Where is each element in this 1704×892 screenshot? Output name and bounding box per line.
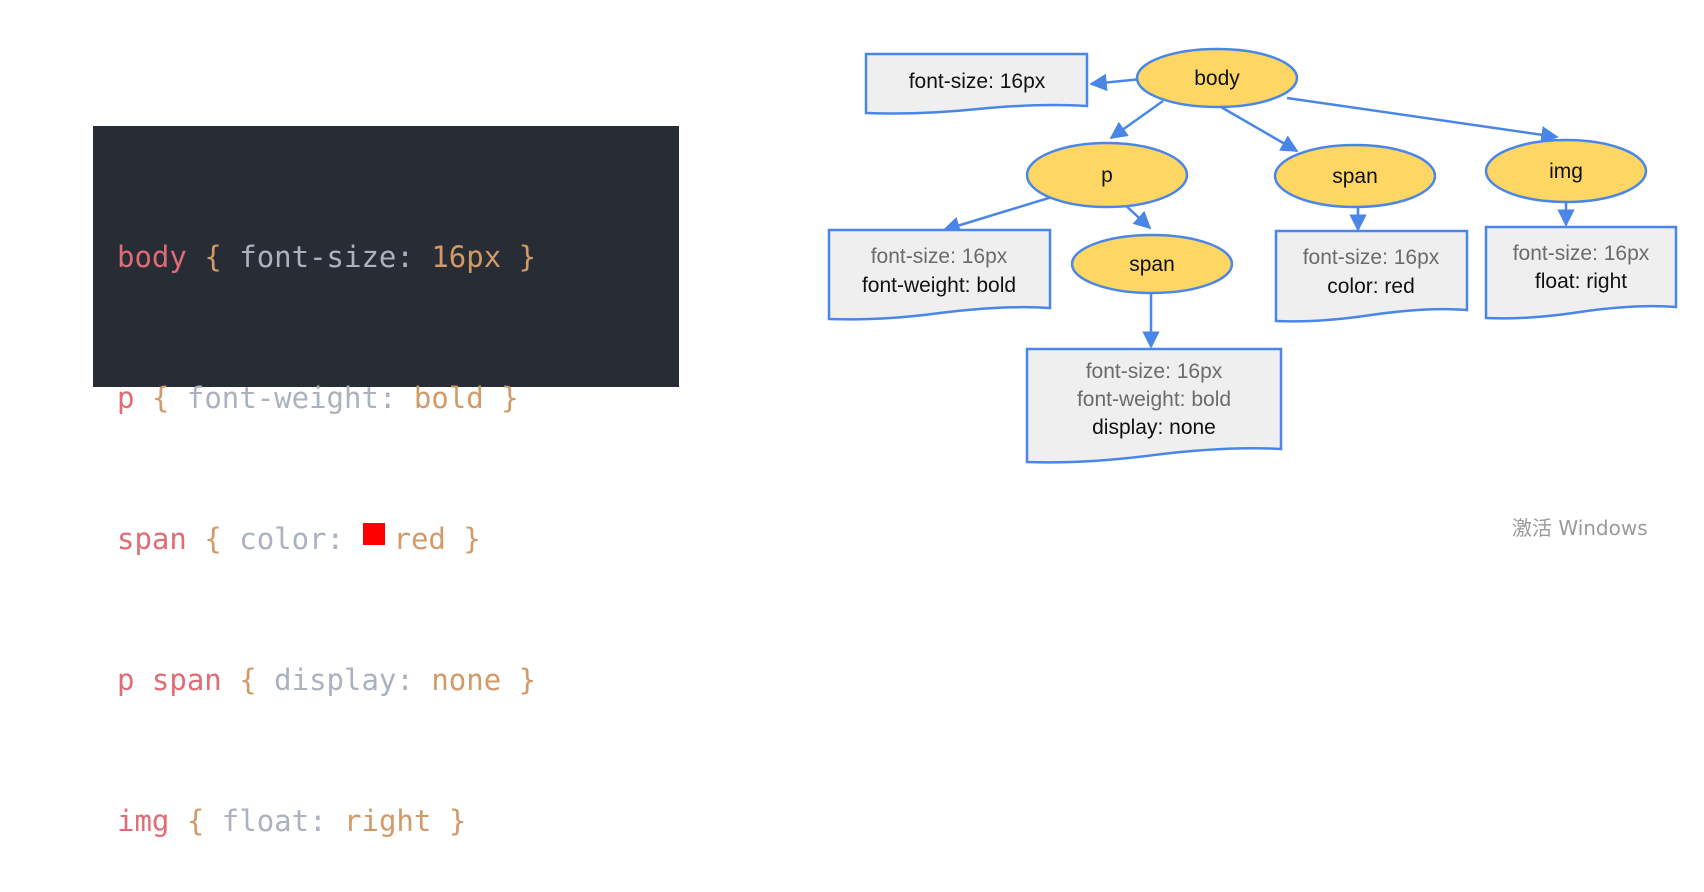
doc-span bbox=[1274, 229, 1469, 323]
code-brace-open: { bbox=[204, 522, 222, 556]
code-brace-open: { bbox=[204, 240, 222, 274]
node-label-img: img bbox=[1549, 160, 1583, 183]
code-value: 16px bbox=[431, 240, 502, 274]
edge-body-span bbox=[1220, 105, 1299, 153]
code-brace-close: } bbox=[448, 804, 467, 838]
code-selector: p bbox=[117, 381, 135, 415]
code-selector: p span bbox=[117, 663, 222, 697]
node-p bbox=[1025, 141, 1189, 209]
node-label-span-top: span bbox=[1332, 165, 1378, 188]
code-property: float bbox=[221, 804, 310, 838]
code-property: display bbox=[274, 663, 397, 697]
doc-span-line-2: color: red bbox=[1327, 275, 1415, 298]
code-selector: body bbox=[117, 240, 187, 274]
edge-body-p bbox=[1109, 99, 1164, 140]
doc-img bbox=[1484, 225, 1678, 320]
windows-activation-watermark: 激活 Windows bbox=[1512, 516, 1648, 540]
node-span-child bbox=[1070, 233, 1234, 295]
code-line-p: p { font-weight: bold } bbox=[117, 381, 519, 415]
doc-span-child-line-3: display: none bbox=[1092, 416, 1216, 439]
doc-span-child bbox=[1025, 347, 1283, 464]
code-selector: span bbox=[117, 522, 187, 556]
node-span-top bbox=[1273, 143, 1437, 209]
code-property: color bbox=[239, 522, 327, 556]
doc-p-line-2: font-weight: bold bbox=[862, 274, 1016, 297]
edge-body-doc bbox=[1089, 73, 1143, 92]
node-img bbox=[1484, 138, 1648, 204]
code-line-body: body { font-size: 16px } bbox=[117, 240, 537, 274]
code-value: right bbox=[344, 804, 432, 838]
code-selector: img bbox=[117, 804, 170, 838]
doc-img-line-2: float: right bbox=[1535, 270, 1627, 293]
edge-p-doc bbox=[942, 195, 1053, 234]
code-brace-close: } bbox=[518, 240, 537, 274]
code-brace-close: } bbox=[501, 381, 519, 415]
node-label-p: p bbox=[1101, 164, 1113, 187]
doc-p bbox=[827, 228, 1052, 321]
doc-img-line-1: font-size: 16px bbox=[1513, 242, 1650, 265]
doc-span-line-1: font-size: 16px bbox=[1303, 246, 1440, 269]
node-body bbox=[1135, 47, 1299, 109]
doc-body-line-1: font-size: 16px bbox=[909, 70, 1046, 93]
doc-span-child-line-2: font-weight: bold bbox=[1077, 388, 1231, 411]
color-swatch-icon[interactable] bbox=[361, 521, 388, 547]
code-value: red bbox=[393, 522, 446, 556]
tree-edges bbox=[942, 73, 1575, 349]
code-line-p-span: p span { display: none } bbox=[117, 663, 537, 697]
code-line-img: img { float: right } bbox=[117, 804, 467, 838]
code-brace-close: } bbox=[518, 663, 537, 697]
code-value: none bbox=[431, 663, 502, 697]
doc-p-line-1: font-size: 16px bbox=[871, 245, 1008, 268]
code-brace-open: { bbox=[239, 663, 257, 697]
code-brace-close: } bbox=[463, 522, 481, 556]
node-label-body: body bbox=[1194, 67, 1240, 90]
render-tree-diagram: body p span img span font-size: 16px fon… bbox=[827, 47, 1678, 464]
code-value: bold bbox=[413, 381, 484, 415]
doc-body bbox=[864, 52, 1089, 115]
code-property: font-size bbox=[239, 240, 397, 274]
code-brace-open: { bbox=[186, 804, 205, 838]
edge-body-img bbox=[1286, 96, 1559, 144]
node-label-span-child: span bbox=[1129, 253, 1175, 276]
code-brace-open: { bbox=[151, 381, 170, 415]
code-property: font-weight bbox=[186, 381, 379, 415]
doc-span-child-line-1: font-size: 16px bbox=[1086, 360, 1223, 383]
